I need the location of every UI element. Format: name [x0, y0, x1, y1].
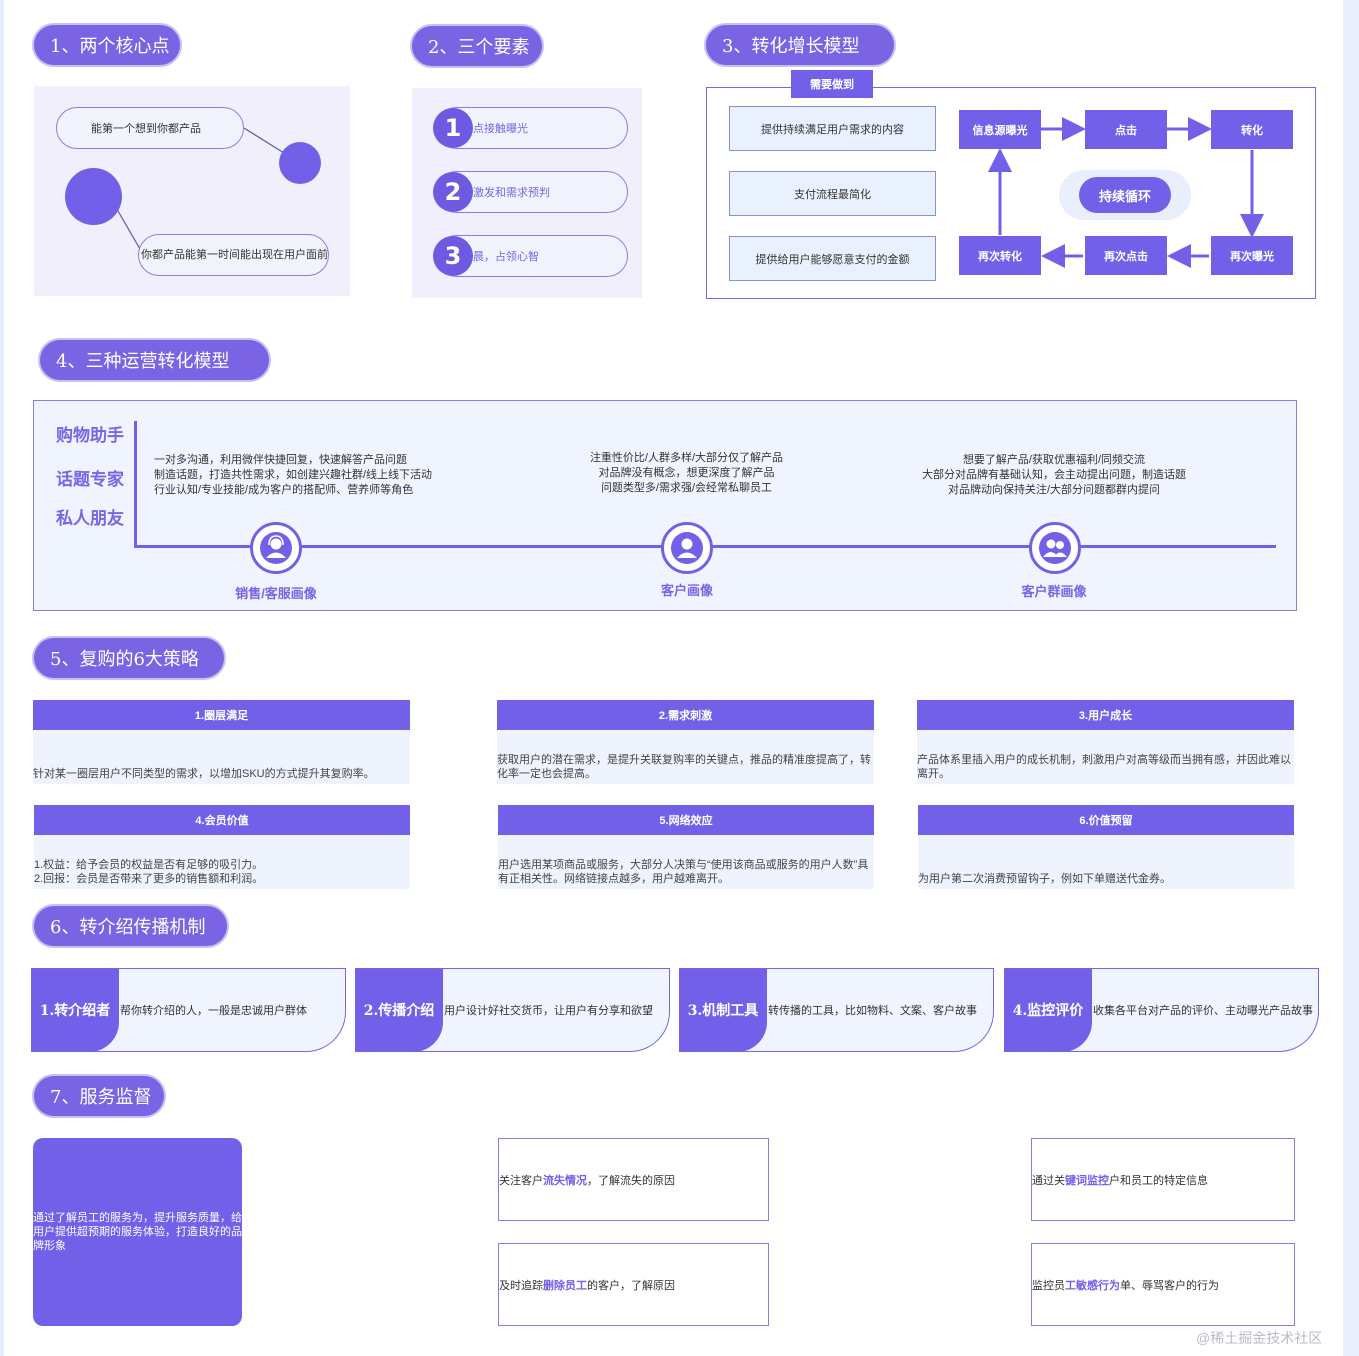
section2-panel: 点接触曝光 1 激发和需求预判 2 晨，占领心智 3: [412, 88, 642, 298]
referral-tag-3: 3.机制工具: [680, 969, 767, 1051]
referral-card-3: 3.机制工具 转传播的工具，比如物料、文案、客户故事: [679, 968, 994, 1052]
element-number-2: 2: [433, 172, 473, 212]
persona-sales-label: 销售/客服画像: [235, 586, 317, 601]
referral-text-1: 帮你转介绍的人，一般是忠诚用户群体: [120, 1005, 307, 1017]
persona-customer-label: 客户画像: [660, 583, 713, 598]
strategy-body-2: 获取用户的潜在需求，是提升关联复购率的关键点，推品的精准度提高了，转化率一定也会…: [497, 730, 874, 784]
section3-frame: 需要做到 提供持续满足用户需求的内容 支付流程最简化 提供给用户能够愿意支付的金…: [706, 70, 1316, 299]
persona-customer-desc: 注重性价比/人群多样/大部分仅了解产品 对品牌没有概念，想更深度了解产品 问题类…: [589, 452, 784, 494]
headset-person-icon: [250, 522, 302, 574]
left-edge: [0, 0, 4, 1356]
service-box-deleted: 及时追踪删除员工的客户，了解原因: [498, 1243, 769, 1326]
core-point-dot-left: [65, 168, 122, 225]
strategy-body-4: 1.权益：给予会员的权益是否有足够的吸引力。 2.回报：会员是否带来了更多的销售…: [34, 835, 410, 889]
need-box-3: 提供给用户能够愿意支付的金额: [729, 236, 936, 281]
flow-arrows: [988, 117, 1264, 268]
flow-exposure: 信息源曝光: [959, 110, 1041, 149]
right-scrollbar-track[interactable]: [1343, 0, 1359, 1356]
service-box-churn: 关注客户流失情况，了解流失的原因: [498, 1138, 769, 1221]
role-axis-vertical: [134, 421, 137, 547]
role-topic-expert: 话题专家: [56, 470, 124, 489]
need-box-1: 提供持续满足用户需求的内容: [729, 106, 936, 151]
section4-panel: 购物助手 话题专家 私人朋友 一对多沟通，利用微伴快捷回复，快速解答产品问题 制…: [33, 400, 1297, 611]
service-main-card: 通过了解员工的服务为，提升服务质量，给用户提供超预期的服务体验，打造良好的品牌形…: [33, 1138, 242, 1326]
loop-center-label: 持续循环: [1079, 177, 1171, 213]
flow-click: 点击: [1085, 110, 1167, 149]
needs-tab: 需要做到: [791, 70, 873, 98]
service-box-keyword: 通过关键词监控户和员工的特定信息: [1031, 1138, 1295, 1221]
need-box-2: 支付流程最简化: [729, 171, 936, 216]
strategy-head-3: 3.用户成长: [917, 700, 1294, 730]
strategy-head-2: 2.需求刺激: [497, 700, 874, 730]
strategy-body-3: 产品体系里插入用户的成长机制，刺激用户对高等级而当拥有感，并因此难以离开。: [917, 730, 1294, 784]
referral-text-2: 用户设计好社交货币，让用户有分享和欲望: [444, 1005, 653, 1017]
core-point-dot-right: [279, 142, 321, 184]
section1-panel: 能第一个想到你都产品 你都产品能第一时间能出现在用户面前: [34, 86, 350, 296]
person-icon: [661, 522, 713, 574]
section5-title: 5、复购的6大策略: [34, 638, 224, 678]
strategy-body-6: 为用户第二次消费预留钩子，例如下单赠送代金券。: [918, 835, 1294, 889]
persona-group-label: 客户群画像: [1021, 584, 1087, 599]
referral-tag-1: 1.转介绍者: [32, 969, 119, 1051]
section7-title: 7、服务监督: [34, 1076, 164, 1116]
strategy-body-1: 针对某一圈层用户不同类型的需求，以增加SKU的方式提升其复购率。: [33, 730, 410, 784]
strategy-head-6: 6.价值预留: [918, 805, 1294, 835]
section4-title: 4、三种运营转化模型: [40, 340, 269, 380]
flow-reexposure: 再次曝光: [1211, 236, 1293, 275]
persona-sales-desc: 一对多沟通，利用微伴快捷回复，快速解答产品问题 制造话题，打造共性需求，如创建兴…: [154, 454, 433, 496]
element-number-3: 3: [433, 236, 473, 276]
referral-tag-4: 4.监控评价: [1005, 969, 1092, 1051]
strategy-head-4: 4.会员价值: [34, 805, 410, 835]
referral-card-2: 2.传播介绍 用户设计好社交货币，让用户有分享和欲望: [355, 968, 670, 1052]
core-point-oval-top: 能第一个想到你都产品: [56, 107, 244, 149]
element-number-1: 1: [433, 108, 473, 148]
persona-group-desc: 想要了解产品/获取优惠福利/同频交流 大部分对品牌有基础认知，会主动提出问题，制…: [922, 454, 1186, 496]
section6-title: 6、转介绍传播机制: [34, 906, 227, 946]
service-box-sensitive: 监控员工敏感行为单、辱骂客户的行为: [1031, 1243, 1295, 1326]
role-shopping-assistant: 购物助手: [56, 426, 124, 445]
core-point-oval-bottom: 你都产品能第一时间能出现在用户面前: [138, 234, 329, 276]
flow-reconvert: 再次转化: [959, 236, 1041, 275]
referral-tag-2: 2.传播介绍: [356, 969, 443, 1051]
referral-text-3: 转传播的工具，比如物料、文案、客户故事: [768, 1005, 977, 1017]
referral-card-4: 4.监控评价 收集各平台对产品的评价、主动曝光产品故事: [1004, 968, 1319, 1052]
section3-title: 3、转化增长模型: [706, 25, 894, 65]
strategy-head-5: 5.网络效应: [498, 805, 874, 835]
strategy-body-5: 用户选用某项商品或服务，大部分人决策与“使用该商品或服务的用户人数”具有正相关性…: [498, 835, 874, 889]
flow-convert: 转化: [1211, 110, 1293, 149]
section1-title: 1、两个核心点: [34, 25, 180, 65]
referral-text-4: 收集各平台对产品的评价、主动曝光产品故事: [1093, 1005, 1313, 1017]
section2-title: 2、三个要素: [412, 26, 542, 66]
strategy-head-1: 1.圈层满足: [33, 700, 410, 730]
group-icon: [1029, 522, 1081, 574]
flow-reclick: 再次点击: [1085, 236, 1167, 275]
referral-card-1: 1.转介绍者 帮你转介绍的人，一般是忠诚用户群体: [31, 968, 346, 1052]
watermark: @稀土掘金技术社区: [1196, 1330, 1323, 1346]
role-private-friend: 私人朋友: [56, 509, 124, 528]
